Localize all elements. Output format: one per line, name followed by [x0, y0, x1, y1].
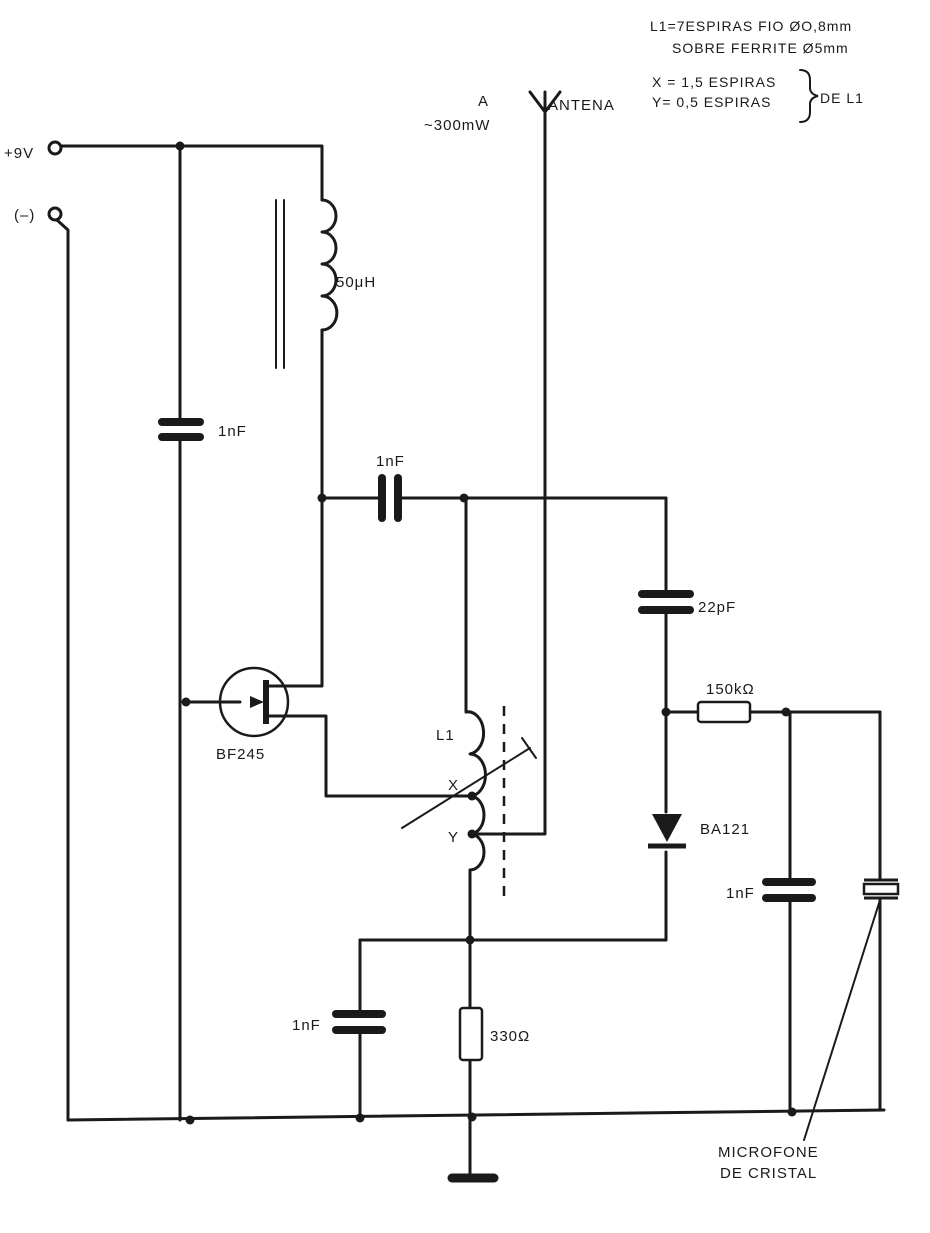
power-terminals: +9V (–)	[4, 140, 63, 224]
coil-l1: L1 X Y	[401, 706, 537, 900]
resistor-150k-label: 150kΩ	[706, 681, 755, 698]
coupling-capacitor: 1nF	[376, 453, 405, 522]
crystal-microphone: MICROFONE DE CRISTAL	[718, 878, 900, 1182]
note-y-turns: Y= 0,5 ESPIRAS	[652, 94, 771, 110]
plus-terminal	[47, 140, 63, 156]
mic-label-line1: MICROFONE	[718, 1144, 819, 1161]
antenna-label: ANTENA	[548, 97, 615, 114]
supply-cap-label: 1nF	[218, 423, 247, 440]
minus-terminal	[47, 206, 63, 222]
cap-right-label: 1nF	[726, 885, 755, 902]
diode-ba121: BA121	[648, 814, 750, 849]
note-l1-turns: L1=7ESPIRAS FIO ØO,8mm	[650, 18, 852, 34]
note-x-turns: X = 1,5 ESPIRAS	[652, 74, 776, 90]
resistor-330-label: 330Ω	[490, 1028, 530, 1045]
transistor-bf245: BF245	[216, 666, 292, 763]
diode-label: BA121	[700, 821, 750, 838]
minus-label: (–)	[14, 207, 35, 224]
mic-label-line2: DE CRISTAL	[720, 1165, 817, 1182]
coupling-cap-label: 1nF	[376, 453, 405, 470]
cap-source-label: 1nF	[292, 1017, 321, 1034]
note-ferrite: SOBRE FERRITE Ø5mm	[672, 40, 849, 56]
coil-notes: L1=7ESPIRAS FIO ØO,8mm SOBRE FERRITE Ø5m…	[650, 18, 864, 123]
cap-right-1nf: 1nF	[726, 878, 816, 902]
junctions	[175, 141, 797, 1125]
note-brace	[799, 69, 819, 123]
resistor-330: 330Ω	[458, 1006, 530, 1062]
cap-22pf: 22pF	[638, 590, 736, 616]
resistor-150k: 150kΩ	[696, 681, 755, 724]
choke-label: 50μH	[336, 274, 376, 291]
antenna-a-label: A	[478, 93, 489, 110]
coil-label: L1	[436, 727, 455, 744]
cap-source-1nf: 1nF	[292, 1010, 386, 1034]
antenna-power-label: ~300mW	[424, 117, 490, 134]
tap-y-label: Y	[448, 829, 459, 846]
tap-x-label: X	[448, 777, 459, 794]
cap-22pf-label: 22pF	[698, 599, 736, 616]
supply-capacitor: 1nF	[158, 418, 247, 441]
choke-inductor: 50μH	[275, 198, 376, 369]
plus-9v-label: +9V	[4, 145, 34, 162]
antenna: ANTENA A ~300mW	[424, 90, 615, 134]
note-de-l1: DE L1	[820, 90, 864, 106]
transistor-label: BF245	[216, 746, 265, 763]
